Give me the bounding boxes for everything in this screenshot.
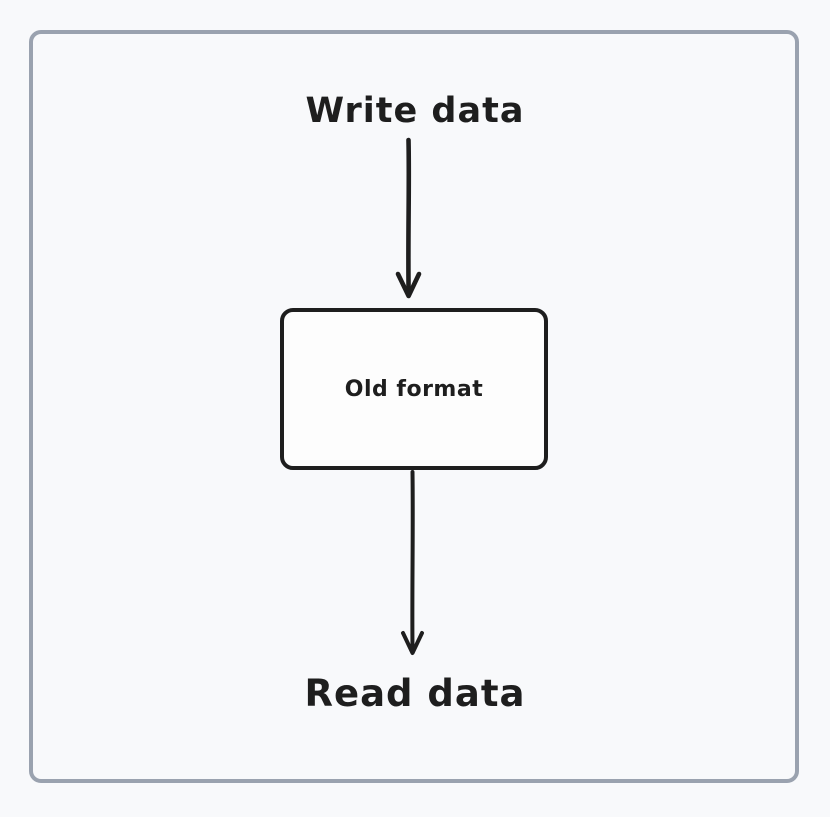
old-format-box: Old format: [280, 308, 548, 470]
old-format-box-label: Old format: [344, 376, 484, 402]
write-data-label: Write data: [305, 91, 525, 131]
arrow-down-icon: [395, 137, 422, 299]
read-data-label: Read data: [304, 672, 526, 715]
arrow-down-icon: [401, 470, 424, 655]
